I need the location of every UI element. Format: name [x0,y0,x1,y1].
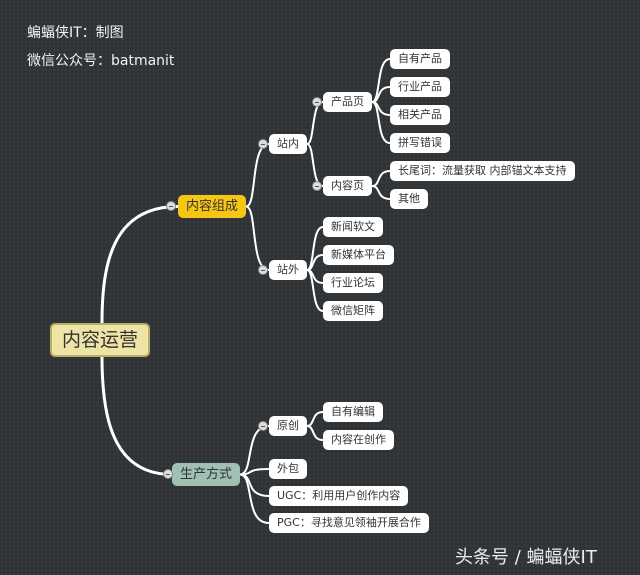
connector [306,269,324,312]
collapse-toggle-icon[interactable] [312,97,322,107]
connector [245,143,270,208]
collapse-toggle-icon[interactable] [258,265,268,275]
connector [371,185,391,200]
connector [371,58,391,103]
node-leaf[interactable]: 内容在创作 [323,430,394,450]
node-leaf[interactable]: 拼写错误 [390,133,450,153]
connector [371,101,391,144]
connector [239,473,270,524]
root-node[interactable]: 内容运营 [50,323,151,357]
node-leaf[interactable]: 新闻软文 [323,217,383,237]
connector [306,143,324,187]
node-leaf[interactable]: 自有产品 [390,49,450,69]
node-leaf[interactable]: UGC：利用用户创作内容 [269,486,409,506]
node-original[interactable]: 原创 [269,416,307,436]
wechat-account: 微信公众号：batmanit [27,53,175,69]
collapse-toggle-icon[interactable] [258,421,268,431]
node-production-method[interactable]: 生产方式 [172,463,241,486]
connector [306,226,324,271]
node-offsite[interactable]: 站外 [269,260,307,280]
node-leaf[interactable]: 新媒体平台 [323,245,394,265]
author-credit: 蝙蝠侠IT：制图 [27,25,124,41]
collapse-toggle-icon[interactable] [312,181,322,191]
node-leaf[interactable]: 自有编辑 [323,402,383,422]
connector [100,205,179,324]
collapse-toggle-icon[interactable] [163,469,173,479]
node-leaf[interactable]: 外包 [269,459,307,479]
collapse-toggle-icon[interactable] [166,201,176,211]
node-content-page[interactable]: 内容页 [323,176,372,196]
node-leaf[interactable]: PGC：寻找意见领袖开展合作 [269,513,429,533]
node-leaf[interactable]: 微信矩阵 [323,301,383,321]
node-content-composition[interactable]: 内容组成 [178,195,247,218]
node-leaf[interactable]: 其他 [390,189,428,209]
connector [306,411,324,427]
node-onsite[interactable]: 站内 [269,134,307,154]
connector [371,170,391,187]
node-product-page[interactable]: 产品页 [323,92,372,112]
connector [239,425,270,476]
connector [245,205,270,271]
node-leaf[interactable]: 行业论坛 [323,273,383,293]
node-leaf[interactable]: 行业产品 [390,77,450,97]
collapse-toggle-icon[interactable] [258,139,268,149]
watermark: 头条号 / 蝙蝠侠IT [455,547,597,568]
node-leaf[interactable]: 长尾词：流量获取 内部锚文本支持 [390,161,575,181]
node-leaf[interactable]: 相关产品 [390,105,450,125]
connector [100,356,173,476]
connector [306,101,324,145]
connector [306,425,324,441]
